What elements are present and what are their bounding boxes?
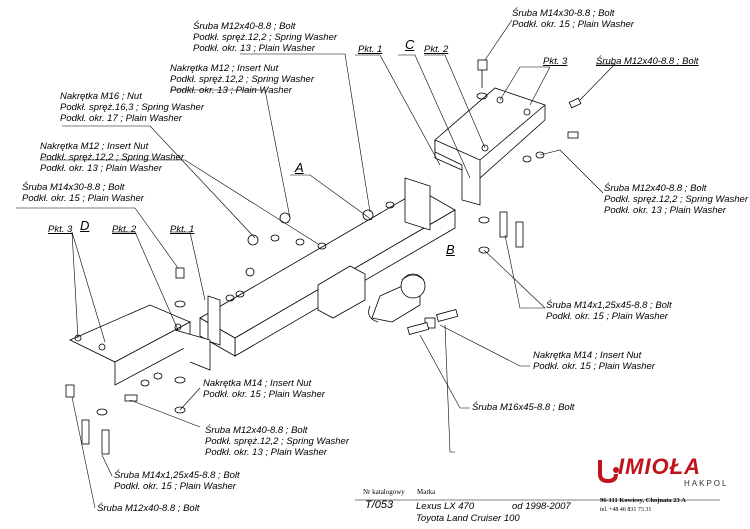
hitch-bracket [317, 265, 366, 319]
label-nut-m14-right: Nakrętka M14 ; Insert Nut Podkł. okr. 15… [533, 350, 655, 372]
pkt2-left-label: Pkt. 2 [112, 224, 137, 235]
label-nut-m16: Nakrętka M16 ; Nut Podkł. spręż.16,3 ; S… [60, 91, 204, 124]
logo-sub: HAKPOL [684, 479, 729, 488]
label-bolt-m14-125-right: Śruba M14x1,25x45-8.8 ; Bolt Podkł. okr.… [546, 300, 672, 322]
part-a-label: A [295, 160, 304, 175]
label-bolt-m14-top: Śruba M14x30-8.8 ; Bolt Podkł. okr. 15 ;… [512, 8, 634, 30]
years: od 1998-2007 [512, 501, 571, 512]
fasteners [65, 59, 582, 455]
label-bolt-m12-top: Śruba M12x40-8.8 ; Bolt Podkł. spręż.12,… [193, 21, 337, 54]
pkt1-top-label: Pkt. 1 [358, 44, 383, 55]
brand-label: Marka [417, 488, 436, 496]
label-bolt-m14-left: Śruba M14x30-8.8 ; Bolt Podkł. okr. 15 ;… [22, 182, 144, 204]
catalog-number: T/053 [365, 499, 394, 511]
tow-ball-b [368, 273, 426, 323]
bracket-c [434, 87, 546, 206]
label-nut-m12-left: Nakrętka M12 ; Insert Nut Podkł. spręż.1… [40, 141, 184, 174]
bracket-d [69, 304, 211, 386]
label-bolt-m16: Śruba M16x45-8.8 ; Bolt [472, 402, 575, 413]
label-nut-m12-top: Nakrętka M12 ; Insert Nut Podkł. spręż.1… [170, 63, 314, 96]
label-bolt-m12-bottom: Śruba M12x40-8.8 ; Bolt Podkł. spręż.12,… [205, 425, 349, 458]
label-bolt-m12-bottom2: Śruba M12x40-8.8 ; Bolt [97, 503, 200, 514]
pkt3-top-label: Pkt. 3 [543, 56, 568, 67]
pkt3-left-label: Pkt. 3 [48, 224, 73, 235]
label-bolt-m14-125-bottom: Śruba M14x1,25x45-8.8 ; Bolt Podkł. okr.… [114, 470, 240, 492]
label-bolt-m12-right: Śruba M12x40-8.8 ; Bolt [596, 56, 699, 67]
label-bolt-m12-right2: Śruba M12x40-8.8 ; Bolt Podkł. spręż.12,… [604, 183, 748, 216]
model-2: Toyota Land Cruiser 100 [416, 513, 520, 524]
company-phone: tel. +48 46 831 73 31 [600, 507, 652, 513]
pkt1-left-label: Pkt. 1 [170, 224, 195, 235]
pkt2-top-label: Pkt. 2 [424, 44, 449, 55]
part-d-label: D [80, 218, 90, 233]
leader-lines [16, 19, 616, 509]
part-c-label: C [405, 37, 415, 52]
logo-hook-icon [598, 460, 619, 484]
logo-name: IMIOŁA [618, 454, 701, 479]
part-b-label: B [446, 242, 455, 257]
model-1: Lexus LX 470 [416, 501, 475, 512]
company-logo: IMIOŁA HAKPOL [594, 452, 744, 492]
company-address: 96-111 Kowiesy, Chojnata 23 A [600, 497, 686, 504]
label-nut-m14-bottom: Nakrętka M14 ; Insert Nut Podkł. okr. 15… [203, 378, 325, 400]
catalog-label: Nr katalogowy [363, 488, 405, 496]
